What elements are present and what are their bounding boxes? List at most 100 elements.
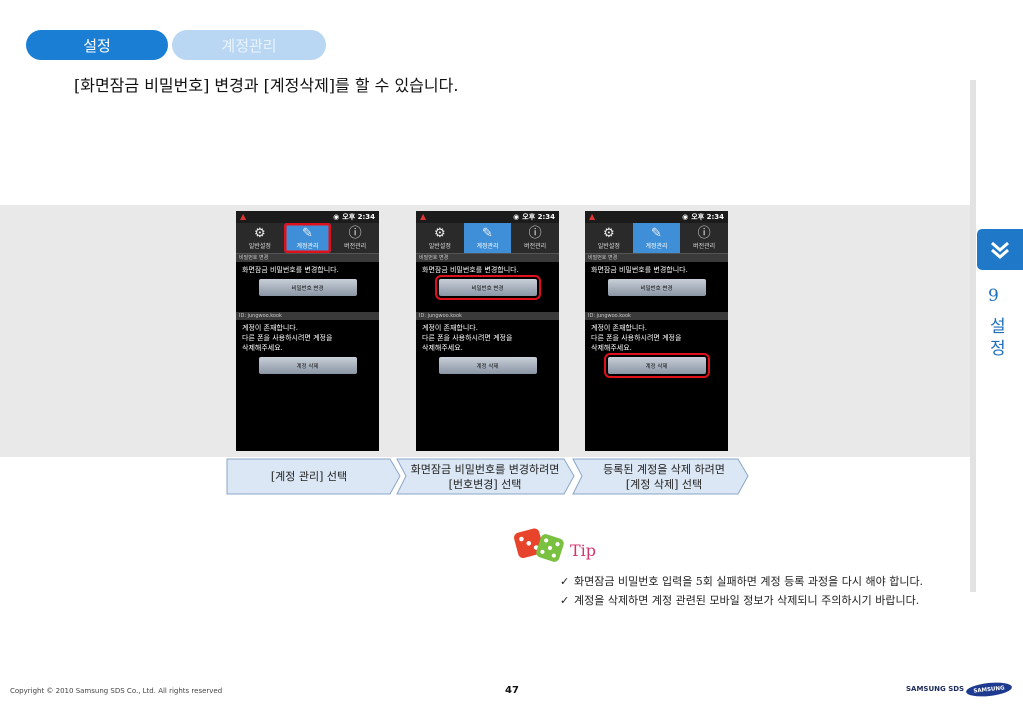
account-text-line: 다른 폰을 사용하시려면 계정을 xyxy=(591,334,682,342)
copyright-text: Copyright © 2010 Samsung SDS Co., Ltd. A… xyxy=(10,687,223,695)
section-password: 비밀번호 변경 xyxy=(236,254,379,262)
section-account: ID: jungwoo.kook xyxy=(416,312,559,320)
checkmark-icon: ✓ xyxy=(560,594,570,607)
double-chevron-down-icon xyxy=(985,234,1015,265)
status-bar: ▲ ◉오후 2:34 xyxy=(236,211,379,223)
signal-icon: ◉ xyxy=(682,213,689,221)
chapter-char-2: 정 xyxy=(990,339,1006,359)
phone-tab-account[interactable]: ✎계정관리 xyxy=(463,223,512,253)
step-text: [번호변경] 선택 xyxy=(448,477,522,491)
checkmark-icon: ✓ xyxy=(560,575,570,588)
phone-tab-general[interactable]: ⚙일반설정 xyxy=(585,223,633,253)
phone-tab-label: 일반설정 xyxy=(248,242,271,250)
section-password: 비밀번호 변경 xyxy=(416,254,559,262)
info-icon: ⓘ xyxy=(528,225,542,241)
phone-tab-general[interactable]: ⚙일반설정 xyxy=(236,223,284,253)
phone-tab-label: 일반설정 xyxy=(597,242,620,250)
tip-list: ✓ 화면잠금 비밀번호 입력을 5회 실패하면 계정 등록 과정을 다시 해야 합… xyxy=(560,572,952,610)
tip-text: 계정을 삭제하면 계정 관련된 모바일 정보가 삭제되니 주의하시기 바랍니다. xyxy=(574,594,920,607)
phone-tab-label: 버전관리 xyxy=(344,242,367,250)
step-label-3: 등록된 계정을 삭제 하려면[계정 삭제] 선택 xyxy=(580,458,748,495)
signal-icon: ◉ xyxy=(513,213,520,221)
phone-tab-label: 계정관리 xyxy=(296,242,319,250)
password-text: 화면잠금 비밀번호를 변경합니다. xyxy=(422,266,519,274)
step-text: 화면잠금 비밀번호를 변경하려면 xyxy=(410,462,560,476)
password-change-button[interactable]: 비밀번호 변경 xyxy=(434,275,541,300)
status-clock: 오후 2:34 xyxy=(342,213,375,221)
gear-icon: ⚙ xyxy=(434,225,446,241)
page-subtitle: [화면잠금 비밀번호] 변경과 [계정삭제]를 할 수 있습니다. xyxy=(74,76,459,95)
tip-text: 화면잠금 비밀번호 입력을 5회 실패하면 계정 등록 과정을 다시 해야 합니… xyxy=(574,575,924,588)
account-delete-button[interactable]: 계정 삭제 xyxy=(258,357,357,374)
account-text-line: 계정이 존재합니다. xyxy=(591,324,647,332)
tab-settings[interactable]: 설정 xyxy=(26,30,168,60)
step-chevron-1 xyxy=(226,458,401,495)
wrench-icon: ✎ xyxy=(302,225,313,241)
page-number: 47 xyxy=(505,685,519,696)
account-text-line: 계정이 존재합니다. xyxy=(242,324,298,332)
chapter-number: 9 xyxy=(988,286,999,306)
account-text-line: 삭제해주세요. xyxy=(242,344,283,352)
step-text: [계정 삭제] 선택 xyxy=(625,477,703,491)
alert-icon: ▲ xyxy=(240,212,247,221)
gear-icon: ⚙ xyxy=(254,225,266,241)
samsung-logo: SAMSUNG xyxy=(965,680,1013,699)
chapter-char-1: 설 xyxy=(990,317,1006,337)
step-label-2: 화면잠금 비밀번호를 변경하려면[번호변경] 선택 xyxy=(396,458,574,495)
phone-tab-account[interactable]: ✎계정관리 xyxy=(632,223,681,253)
phone-tab-label: 일반설정 xyxy=(428,242,451,250)
gear-icon: ⚙ xyxy=(603,225,615,241)
step-text: [계정 관리] 선택 xyxy=(270,470,348,483)
alert-icon: ▲ xyxy=(589,212,596,221)
wrench-icon: ✎ xyxy=(651,225,662,241)
signal-icon: ◉ xyxy=(333,213,340,221)
phone-tab-label: 버전관리 xyxy=(524,242,547,250)
alert-icon: ▲ xyxy=(420,212,427,221)
account-text-line: 다른 폰을 사용하시려면 계정을 xyxy=(242,334,333,342)
dice-icon xyxy=(513,528,564,562)
account-text-line: 다른 폰을 사용하시려면 계정을 xyxy=(422,334,513,342)
section-account: ID: jungwoo.kook xyxy=(236,312,379,320)
phone-tab-account[interactable]: ✎계정관리 xyxy=(283,223,332,253)
chapter-badge[interactable] xyxy=(977,229,1023,270)
step-text: 등록된 계정을 삭제 하려면 xyxy=(603,462,725,476)
side-divider xyxy=(970,80,976,592)
wrench-icon: ✎ xyxy=(482,225,493,241)
password-text: 화면잠금 비밀번호를 변경합니다. xyxy=(591,266,688,274)
account-text-line: 삭제해주세요. xyxy=(591,344,632,352)
tab-settings-label: 설정 xyxy=(83,36,111,55)
section-password: 비밀번호 변경 xyxy=(585,254,728,262)
phone-tab-label: 계정관리 xyxy=(645,242,668,250)
account-delete-button[interactable]: 계정 삭제 xyxy=(603,353,710,378)
tip-item: ✓ 계정을 삭제하면 계정 관련된 모바일 정보가 삭제되니 주의하시기 바랍니다… xyxy=(560,591,952,610)
password-change-button[interactable]: 비밀번호 변경 xyxy=(607,279,706,296)
status-clock: 오후 2:34 xyxy=(522,213,555,221)
status-bar: ▲ ◉오후 2:34 xyxy=(416,211,559,223)
tip-item: ✓ 화면잠금 비밀번호 입력을 5회 실패하면 계정 등록 과정을 다시 해야 합… xyxy=(560,572,952,591)
tab-account-management-label: 계정관리 xyxy=(221,36,277,55)
phone-tab-label: 계정관리 xyxy=(476,242,499,250)
step-label-1: [계정 관리] 선택 xyxy=(226,458,392,495)
account-delete-button[interactable]: 계정 삭제 xyxy=(438,357,537,374)
tip-title: Tip xyxy=(570,541,597,560)
account-text-line: 계정이 존재합니다. xyxy=(422,324,478,332)
phone-tab-label: 버전관리 xyxy=(693,242,716,250)
tab-account-management[interactable]: 계정관리 xyxy=(172,30,326,60)
password-change-button[interactable]: 비밀번호 변경 xyxy=(258,279,357,296)
step-chevron-2 xyxy=(396,458,575,495)
account-text-line: 삭제해주세요. xyxy=(422,344,463,352)
phone-tab-general[interactable]: ⚙일반설정 xyxy=(416,223,464,253)
password-text: 화면잠금 비밀번호를 변경합니다. xyxy=(242,266,339,274)
step-chevron-3 xyxy=(572,458,749,495)
